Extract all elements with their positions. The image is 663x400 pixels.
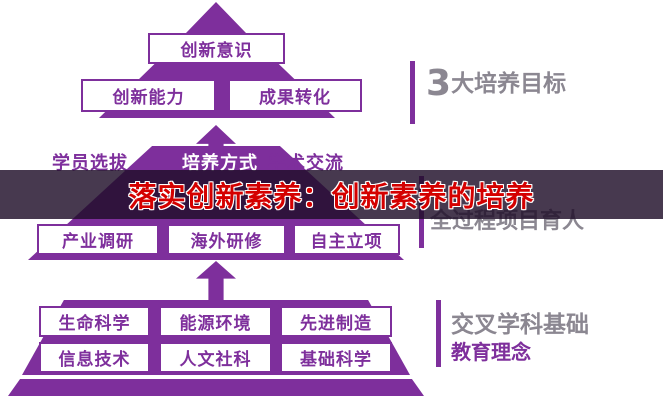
title-banner: 落实创新素养：创新素养的培养 xyxy=(0,170,663,219)
box-energy-environment: 能源环境 xyxy=(159,306,272,337)
box-innovation-ability: 创新能力 xyxy=(81,79,216,112)
label-training-goals: 3 大培养目标 xyxy=(426,66,566,102)
banner-title-text: 落实创新素养：创新素养的培养 xyxy=(128,179,535,213)
box-overseas-study: 海外研修 xyxy=(167,224,286,255)
box-life-science: 生命科学 xyxy=(39,306,150,337)
box-basic-science: 基础科学 xyxy=(280,342,392,373)
up-arrow-icon xyxy=(196,261,236,301)
box-information-technology: 信息技术 xyxy=(39,342,150,373)
label-education-philosophy: 教育理念 xyxy=(451,340,531,364)
label-interdisciplinary-foundation: 交叉学科基础 xyxy=(451,312,589,338)
pyramid-base-trapezoid xyxy=(8,379,424,396)
header-student-selection: 学员选拔 xyxy=(52,153,128,174)
pyramid-apex-triangle xyxy=(186,2,246,33)
label-training-goals-number: 3 xyxy=(426,63,452,104)
box-humanities-social-science: 人文社科 xyxy=(159,342,272,373)
divider-bar xyxy=(410,61,415,124)
box-advanced-manufacturing: 先进制造 xyxy=(280,306,392,337)
header-training-method: 培养方式 xyxy=(182,153,258,174)
header-academic-exchange: 学术交流 xyxy=(268,153,344,174)
box-independent-projects: 自主立项 xyxy=(293,224,400,255)
divider-bar xyxy=(436,300,441,367)
label-training-goals-text: 大培养目标 xyxy=(451,70,567,97)
box-achievement-transformation: 成果转化 xyxy=(228,79,362,112)
box-industry-research: 产业调研 xyxy=(37,224,159,255)
box-innovation-awareness: 创新意识 xyxy=(148,33,285,64)
